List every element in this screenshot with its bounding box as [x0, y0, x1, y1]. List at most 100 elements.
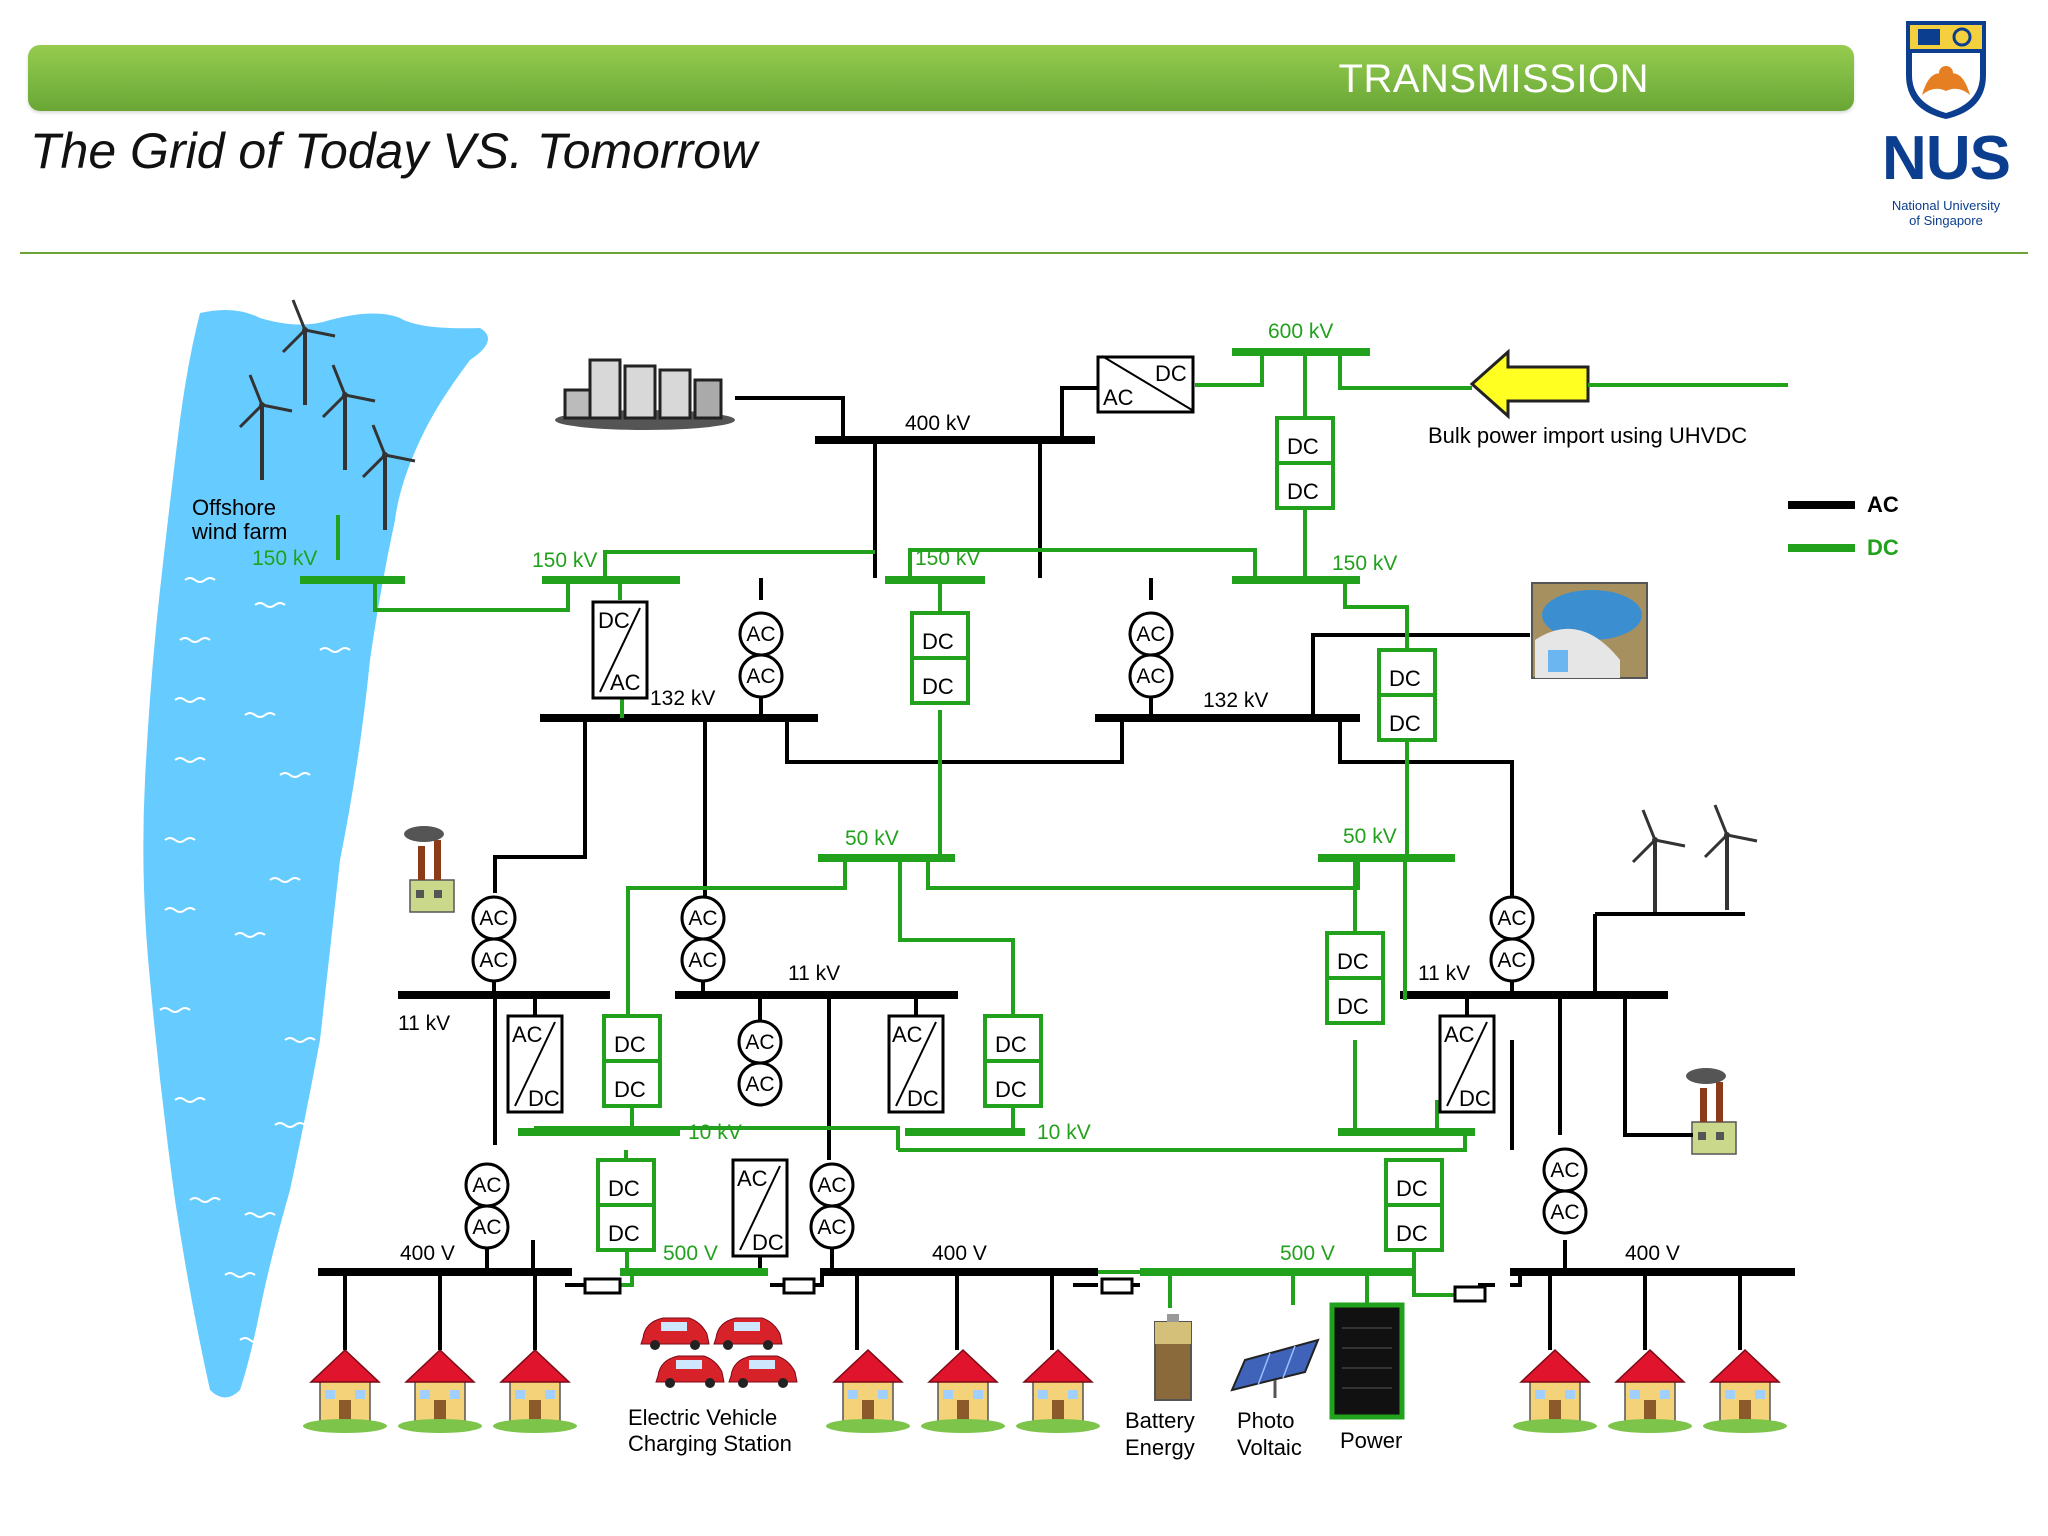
house-icon — [397, 1349, 483, 1434]
hydro-dam-icon — [1531, 582, 1648, 679]
dc-label: DC — [614, 1032, 646, 1057]
label-50kv-right: 50 kV — [1343, 825, 1397, 848]
ac-label: AC — [745, 1031, 774, 1054]
label-power: Power — [1340, 1428, 1402, 1453]
section-banner: TRANSMISSION — [28, 45, 1854, 111]
car-icon — [640, 1317, 710, 1351]
converter-label-dc: DC — [1155, 361, 1187, 386]
label-ev-line2: Charging Station — [628, 1431, 792, 1456]
label-battery-line1: Battery — [1125, 1408, 1195, 1433]
converter-ac-dc-top: AC DC — [1096, 355, 1195, 414]
car-icon — [713, 1317, 783, 1351]
ac-voltage-labels: 400 kV 132 kV 132 kV 11 kV 11 kV 11 kV 4… — [398, 412, 1680, 1265]
label-500v-left: 500 V — [663, 1242, 718, 1265]
dc-label: DC — [922, 629, 954, 654]
ac-label: AC — [1550, 1201, 1579, 1224]
section-title: TRANSMISSION — [1338, 57, 1649, 101]
label-11kv-right: 11 kV — [1418, 962, 1470, 985]
dc-voltage-labels: 600 kV 150 kV 150 kV 150 kV 150 kV 50 kV… — [252, 320, 1397, 1265]
crest-icon — [1906, 21, 1986, 119]
legend: AC DC — [1788, 492, 1899, 560]
label-600kv: 600 kV — [1268, 320, 1333, 343]
logo-wordmark: NUS — [1882, 124, 2011, 193]
ac-label: AC — [688, 907, 717, 930]
label-150kv-c: 150 kV — [1332, 552, 1397, 575]
ac-label: AC — [688, 949, 717, 972]
label-11kv-mid: 11 kV — [788, 962, 840, 985]
ac-label: AC — [479, 949, 508, 972]
dc-label: DC — [1337, 949, 1369, 974]
car-icon — [655, 1355, 725, 1389]
dc-label: DC — [1389, 666, 1421, 691]
ac-label: AC — [610, 670, 641, 695]
dc-label: DC — [598, 608, 630, 633]
house-icon — [825, 1349, 911, 1434]
label-pv-line1: Photo — [1237, 1408, 1295, 1433]
ac-label: AC — [817, 1216, 846, 1239]
house-icon — [302, 1349, 388, 1434]
house-icon — [1512, 1349, 1598, 1434]
ac-label: AC — [1497, 907, 1526, 930]
page-title: The Grid of Today VS. Tomorrow — [30, 123, 758, 179]
converter-label-ac: AC — [1103, 385, 1134, 410]
power-storage-icon — [1329, 1302, 1405, 1420]
label-11kv-left: 11 kV — [398, 1012, 450, 1035]
house-icon — [492, 1349, 578, 1434]
label-150kv-b: 150 kV — [915, 547, 980, 570]
house-icon — [1702, 1349, 1788, 1434]
dc-label: DC — [1389, 711, 1421, 736]
ac-label: AC — [817, 1174, 846, 1197]
ac-label: AC — [746, 665, 775, 688]
dc-label: DC — [1396, 1221, 1428, 1246]
label-132kv-right: 132 kV — [1203, 689, 1268, 712]
dc-label: DC — [1287, 434, 1319, 459]
dc-label: DC — [614, 1077, 646, 1102]
legend-dc-label: DC — [1867, 535, 1899, 560]
label-400v-left: 400 V — [400, 1242, 455, 1265]
dc-label: DC — [907, 1086, 939, 1111]
logo-subtitle-line2: of Singapore — [1909, 213, 1983, 228]
ac-label: AC — [1136, 623, 1165, 646]
label-500v-right: 500 V — [1280, 1242, 1335, 1265]
house-icon — [1015, 1349, 1101, 1434]
house-icon — [920, 1349, 1006, 1434]
dc-label: DC — [995, 1077, 1027, 1102]
dc-label: DC — [1459, 1086, 1491, 1111]
label-bulk-import: Bulk power import using UHVDC — [1428, 423, 1747, 448]
logo-subtitle-line1: National University — [1891, 198, 2001, 213]
logo-subtitle: National University of Singapore — [1866, 198, 2026, 228]
ac-label: AC — [1136, 665, 1165, 688]
car-icon — [728, 1355, 798, 1389]
ac-label: AC — [1444, 1022, 1475, 1047]
label-50kv-left: 50 kV — [845, 827, 899, 850]
dc-label: DC — [528, 1086, 560, 1111]
dc-dc-labels: DC DC DC DC DC DC DC DC DC DC DC DC DC D… — [608, 434, 1428, 1246]
wind-turbine-icon — [1703, 803, 1759, 912]
ac-label: AC — [479, 907, 508, 930]
label-offshore-line2: wind farm — [191, 519, 287, 544]
dc-label: DC — [608, 1221, 640, 1246]
label-10kv-left: 10 kV — [688, 1121, 742, 1144]
switch-symbols — [583, 1277, 1487, 1303]
ac-label: AC — [1497, 949, 1526, 972]
wind-turbine-icon — [1631, 808, 1687, 917]
ac-label: AC — [1550, 1159, 1579, 1182]
dc-buses — [300, 348, 1475, 1276]
header-divider — [20, 252, 2028, 254]
dc-label: DC — [752, 1230, 784, 1255]
legend-ac-label: AC — [1867, 492, 1899, 517]
ac-label: AC — [737, 1166, 768, 1191]
label-battery-line2: Energy — [1125, 1435, 1195, 1460]
dc-label: DC — [1396, 1176, 1428, 1201]
label-400kv: 400 kV — [905, 412, 970, 435]
dc-label: DC — [1287, 479, 1319, 504]
dc-label: DC — [1337, 994, 1369, 1019]
battery-icon — [1154, 1314, 1192, 1401]
import-arrow-icon — [1469, 348, 1590, 420]
factory-icon — [403, 825, 455, 913]
ac-label: AC — [512, 1022, 543, 1047]
label-400v-right: 400 V — [1625, 1242, 1680, 1265]
ac-dc-labels: DC AC AC DC AC DC AC DC AC DC — [512, 608, 1491, 1255]
factory-icon — [1685, 1067, 1737, 1155]
